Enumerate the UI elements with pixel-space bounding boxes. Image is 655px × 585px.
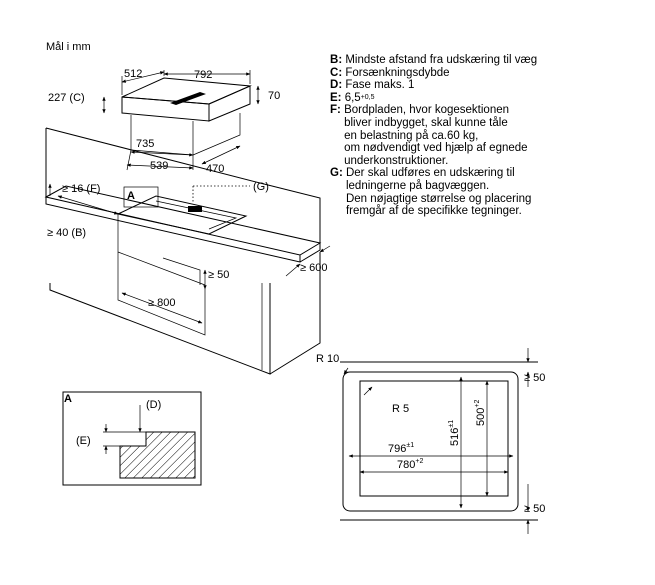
dim-539: 539 [150,160,168,172]
legend-item-e: E: 6,5+0,5 [330,91,375,104]
radius-5: R 5 [392,403,409,415]
dim-780: 780+2 [397,458,423,471]
dim-70: 70 [268,90,280,102]
detail-e: (E) [76,435,91,447]
dim-516: 516±1 [448,420,461,446]
detail-marker-a: A [127,190,135,202]
legend-item-g: G: Der skal udføres en udskæring til led… [330,167,532,218]
dim-50-top: ≥ 50 [524,372,545,384]
detail-a: A (D) (E) [62,391,202,486]
cutout-plan: R 10 R 5 ≥ 50 ≥ 50 796±1 780+2 516±1 500… [316,348,545,534]
legend-item-f: F: Bordpladen, hvor kogesektionen bliver… [330,104,528,167]
detail-d: (D) [146,399,161,411]
dim-16-f: ≥ 16 (F) [62,183,100,195]
legend-item-d: D: Fase maks. 1 [330,79,415,92]
legend: B: Mindste afstand fra udskæring til væg… [330,54,650,218]
legend-item-b: B: Mindste afstand fra udskæring til væg [330,54,538,66]
dim-500: 500+2 [474,400,487,426]
label-g: (G) [253,181,269,193]
hob-drawing: 512 792 227 (C) 70 735 539 470 [48,68,280,175]
dim-227-c: 227 (C) [48,92,85,104]
units-label: Mål i mm [46,41,91,53]
legend-item-c: C: Forsænkningsdybde [330,66,450,79]
countertop-drawing: ≥ 16 (F) ≥ 40 (B) (G) A ≥ 50 ≥ 600 ≥ 800 [44,127,331,375]
dim-470: 470 [206,163,224,175]
dim-600: ≥ 600 [300,262,327,274]
dim-50-bottom: ≥ 50 [524,503,545,515]
dim-792: 792 [194,69,212,81]
dim-512: 512 [124,68,142,80]
dim-50: ≥ 50 [208,269,229,281]
dim-735: 735 [136,138,154,150]
detail-label: A [64,393,72,405]
dim-796: 796±1 [388,442,414,455]
dim-40-b: ≥ 40 (B) [47,227,86,239]
radius-10: R 10 [316,353,339,365]
dim-800: ≥ 800 [148,297,175,309]
